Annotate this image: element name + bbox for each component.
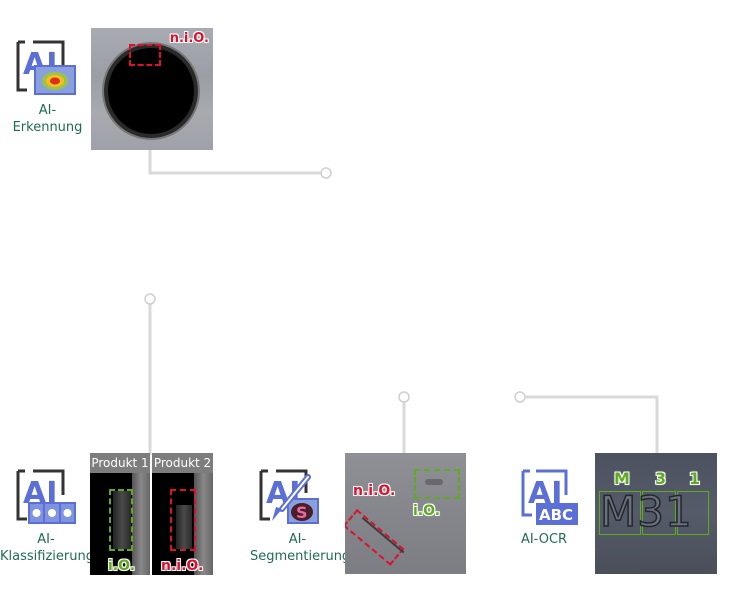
product-image-1: Produkt 1 i.O.: [90, 453, 150, 575]
result-tag-defect: n.i.O.: [353, 483, 396, 499]
ok-box: [109, 489, 133, 551]
ai-detection-icon: AI: [16, 40, 76, 95]
inspection-image-hole: n.i.O.: [91, 28, 213, 150]
result-tag: n.i.O.: [161, 558, 204, 574]
module-label: AI- Segmentierung: [250, 532, 351, 564]
connector-node: [144, 293, 156, 305]
inspection-image-surface: i.O. n.i.O.: [345, 453, 466, 574]
defect-box: [170, 489, 196, 551]
module-ai-ocr: AI ABC AI-OCR M 3 1 M31: [500, 453, 720, 575]
result-tag: i.O.: [108, 558, 136, 574]
ocr-char-label: 3: [655, 469, 667, 488]
ai-segmentation-icon: AI S: [259, 469, 319, 524]
ocr-box: [599, 491, 641, 535]
inspection-image-ocr: M 3 1 M31: [595, 453, 717, 574]
module-ai-segmentierung: AI S AI- Segmentierung i.O. n.i.O.: [250, 453, 470, 575]
hole: [108, 48, 194, 134]
module-ai-erkennung: AI AI- Erkennung n.i.O.: [0, 28, 215, 153]
embossed-text: M31: [599, 486, 693, 537]
connector-ocr: [525, 395, 659, 453]
defect-box: [345, 509, 405, 566]
ai-ocr-icon: AI ABC: [521, 469, 578, 525]
ocr-char-label: 1: [689, 469, 701, 488]
product-label: Produkt 1: [90, 453, 150, 473]
svg-text:ABC: ABC: [539, 506, 573, 524]
connector-erkennung: [148, 150, 322, 175]
product-image-2: Produkt 2 n.i.O.: [152, 453, 213, 575]
ocr-box: [677, 491, 709, 535]
connector-node: [514, 391, 526, 403]
result-tag: n.i.O.: [169, 31, 209, 46]
module-label: AI- Klassifizierung: [0, 532, 94, 564]
module-label: AI-OCR: [520, 532, 568, 547]
svg-text:S: S: [296, 503, 308, 522]
ok-box: [414, 469, 460, 499]
defect-box: [129, 44, 161, 66]
module-ai-klassifizierung: AI AI- Klassifizierung Produkt 1 i.O. Pr…: [0, 453, 215, 575]
connector-node: [320, 167, 332, 179]
ocr-box: [642, 491, 676, 535]
ocr-char-label: M: [614, 469, 630, 488]
result-tag-ok: i.O.: [413, 503, 441, 519]
product-label: Produkt 2: [152, 453, 213, 473]
module-label: AI- Erkennung: [12, 103, 83, 135]
connector-node: [398, 391, 410, 403]
ai-classification-icon: AI: [16, 469, 76, 524]
